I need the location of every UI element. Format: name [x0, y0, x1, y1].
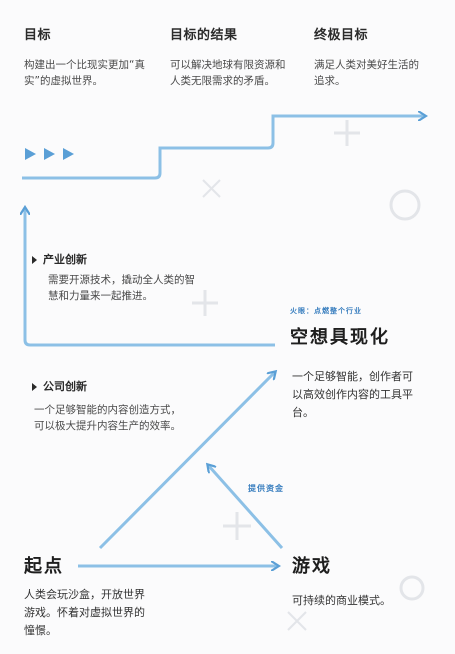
bullet-icon — [32, 383, 37, 391]
staircase-arrow — [22, 116, 425, 180]
return-arrow — [25, 208, 275, 347]
funding-label: 提供资金 — [248, 484, 284, 493]
goal-result-title: 目标的结果 — [170, 28, 238, 43]
company-innovation-title: 公司创新 — [32, 378, 87, 394]
game-desc: 可持续的商业模式。 — [292, 594, 391, 607]
ultimate-goal-title: 终极目标 — [314, 28, 369, 43]
play-triangles — [25, 148, 74, 160]
goal-title: 目标 — [24, 28, 52, 43]
game-title: 游戏 — [292, 556, 332, 577]
decor-crosses — [192, 120, 425, 631]
bullet-icon — [32, 256, 37, 264]
fantasy-label: 火眼：点燃整个行业 — [290, 307, 362, 315]
start-title: 起点 — [24, 556, 64, 577]
company-innovation-desc: 一个足够智能的内容创造方式，可以极大提升内容生产的效率。 — [34, 404, 181, 432]
company-innovation-label: 公司创新 — [43, 380, 87, 393]
fantasy-title: 空想具现化 — [290, 327, 390, 348]
ultimate-goal-desc: 满足人类对美好生活的追求。 — [314, 59, 419, 87]
industry-innovation-title: 产业创新 — [32, 251, 87, 267]
fantasy-desc: 一个足够智能，创作者可以高效创作内容的工具平台。 — [292, 370, 413, 419]
funding-arrow — [208, 465, 284, 549]
industry-innovation-desc: 需要开源技术，撬动全人类的智慧和力量来一起推进。 — [48, 274, 195, 302]
start-desc: 人类会玩沙盒，开放世界游戏。怀着对虚拟世界的憧憬。 — [24, 588, 145, 637]
goal-desc: 构建出一个比现实更加“真实”的虚拟世界。 — [24, 59, 145, 87]
growth-arrow — [98, 372, 275, 550]
goal-result-desc: 可以解决地球有限资源和人类无限需求的矛盾。 — [170, 59, 286, 87]
industry-innovation-label: 产业创新 — [43, 253, 87, 266]
